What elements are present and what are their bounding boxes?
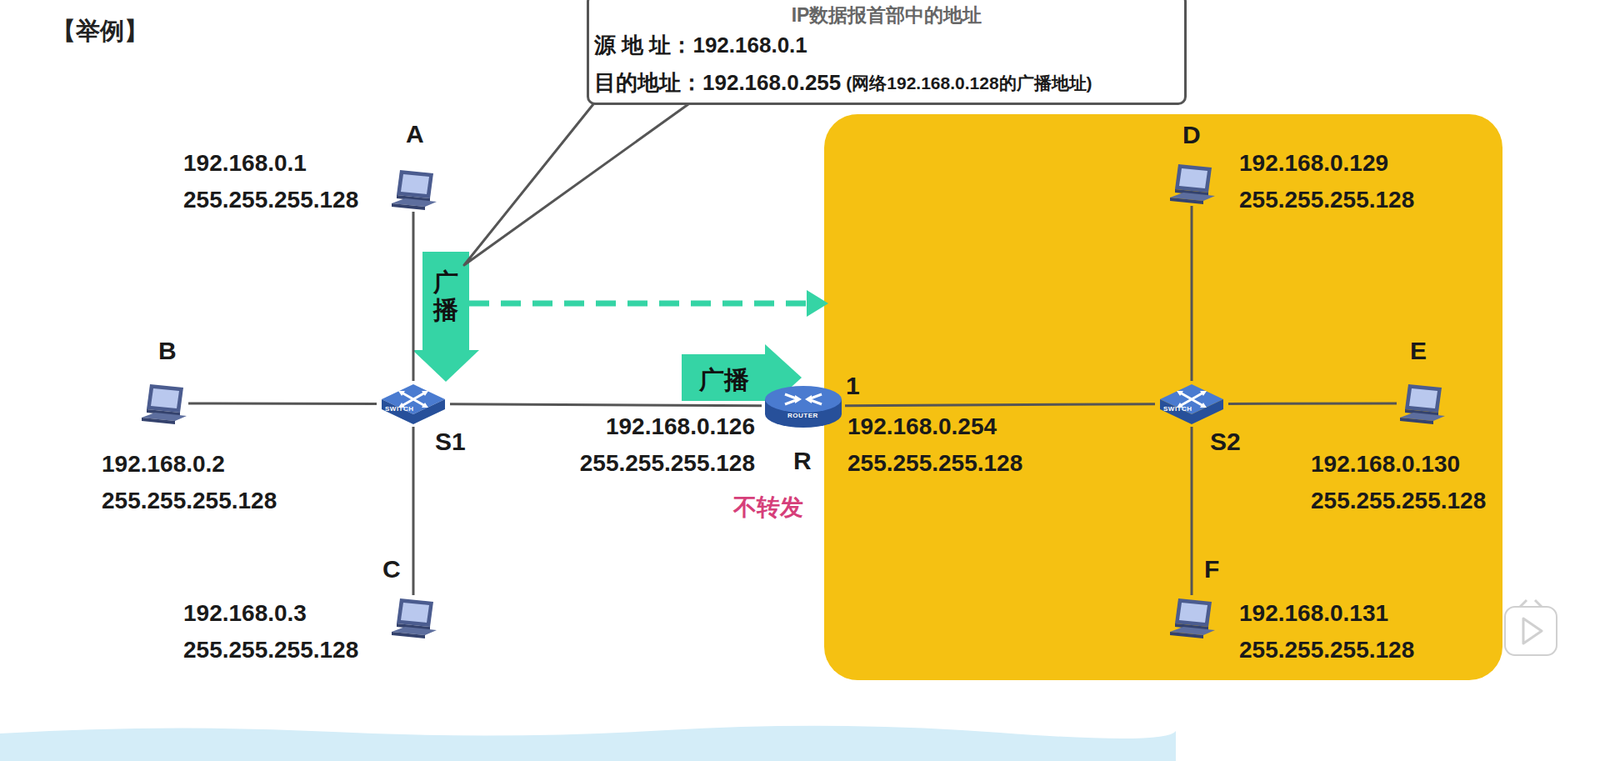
device-name: B: [158, 336, 177, 365]
host-node: D192.168.0.129 255.255.255.128: [1166, 160, 1217, 206]
computer-icon: [1166, 595, 1217, 640]
header-field: 源 地 址：192.168.0.1: [594, 30, 808, 60]
computer-icon: [138, 380, 189, 426]
icon-label: ROUTER: [787, 411, 819, 420]
no-forward-note: 不转发: [733, 491, 804, 524]
ip-address: 192.168.0.126 255.255.255.128: [567, 408, 755, 482]
network-link: [1190, 426, 1194, 595]
device-name: S2: [1210, 427, 1241, 456]
network-region: [824, 114, 1503, 680]
switch-icon: [1155, 380, 1229, 427]
network-link: [450, 404, 762, 406]
network-link: [845, 404, 1155, 406]
ip-address: 192.168.0.130 255.255.255.128: [1310, 445, 1499, 520]
host-node: A192.168.0.1 255.255.255.128: [388, 166, 439, 212]
icon-holder: [388, 166, 439, 212]
ip-address: 192.168.0.3 255.255.255.128: [183, 595, 371, 669]
device-name: R: [793, 446, 812, 475]
network-link: [1190, 205, 1194, 381]
router-icon: [761, 380, 845, 431]
header-field: 目的地址：192.168.0.255: [594, 68, 841, 98]
ip-address: 192.168.0.1 255.255.255.128: [183, 145, 371, 219]
device-name: A: [405, 120, 425, 149]
host-node: B192.168.0.2 255.255.255.128: [138, 380, 189, 426]
icon-holder: [1166, 595, 1217, 640]
device-name: F: [1204, 555, 1220, 584]
icon-holder: [376, 380, 450, 427]
computer-icon: [1166, 160, 1217, 206]
ip-address: 192.168.0.129 255.255.255.128: [1239, 145, 1427, 219]
host-node: F192.168.0.131 255.255.255.128: [1166, 595, 1217, 640]
watermark-icon: [1505, 606, 1557, 655]
icon-label: SWITCH: [385, 405, 415, 413]
icon-holder: [1155, 380, 1229, 427]
callout-title: IP数据报首部中的地址: [589, 2, 1185, 29]
computer-icon: [1396, 380, 1447, 426]
watermark-ears: [1520, 600, 1542, 607]
callout-box: IP数据报首部中的地址源 地 址：192.168.0.1 目的地址：192.168…: [586, 0, 1187, 105]
device-name: E: [1410, 336, 1427, 365]
ip-address: 192.168.0.131 255.255.255.128: [1239, 595, 1427, 669]
icon-holder: [1396, 380, 1447, 426]
device-name: D: [1182, 120, 1201, 150]
device-name: S1: [435, 427, 466, 456]
network-link: [188, 402, 377, 405]
switch-icon: [376, 380, 450, 427]
host-node: C192.168.0.3 255.255.255.128: [388, 595, 439, 640]
network-link: [1228, 402, 1397, 405]
heading: 【举例】: [51, 15, 149, 49]
broadcast-label: 广播: [433, 268, 459, 324]
icon-label: SWITCH: [1163, 405, 1193, 413]
ip-address: 192.168.0.2 255.255.255.128: [101, 445, 290, 520]
host-node: E192.168.0.130 255.255.255.128: [1396, 380, 1447, 426]
arrow-head: [412, 350, 480, 382]
network-link: [412, 211, 415, 381]
computer-icon: [388, 166, 439, 212]
icon-holder: [1166, 160, 1217, 206]
watermark-play: [1523, 618, 1542, 644]
arrow-head: [806, 290, 829, 317]
icon-holder: [761, 380, 845, 431]
network-link: [412, 426, 415, 595]
icon-holder: [138, 380, 189, 426]
icon-holder: [388, 595, 439, 640]
switch-node: SWITCHS1: [376, 380, 450, 427]
device-name: 1: [845, 371, 860, 400]
callout-pointer: [464, 100, 695, 265]
broadcast-block: [422, 251, 470, 352]
header-field: (网络192.168.0.128的广播地址): [845, 71, 1092, 95]
dashed-broadcast-arrow: [469, 300, 810, 307]
computer-icon: [388, 595, 439, 640]
broadcast-label: 广播: [699, 363, 750, 398]
bottom-band: [0, 725, 1176, 761]
broadcast-block: [681, 354, 767, 401]
router-node: ROUTERR1192.168.0.126 255.255.255.128192…: [761, 380, 845, 431]
device-name: C: [382, 555, 401, 584]
switch-node: SWITCHS2: [1155, 380, 1229, 427]
ip-address: 192.168.0.254 255.255.255.128: [847, 408, 1035, 482]
